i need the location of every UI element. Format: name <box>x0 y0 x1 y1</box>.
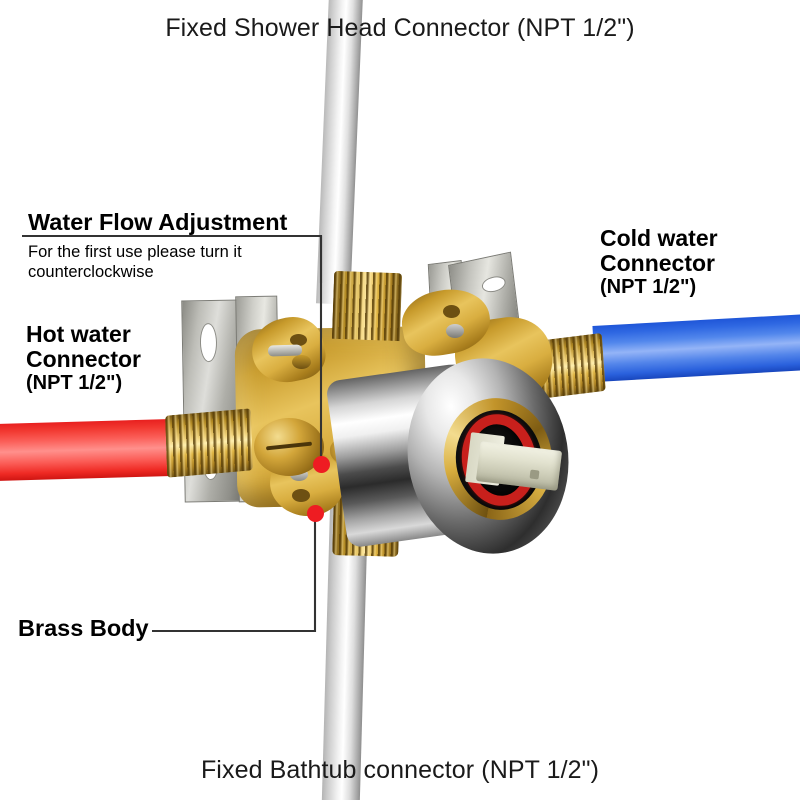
screw-boss-upper-left-b <box>292 355 311 369</box>
water-flow-marker-dot <box>313 456 330 473</box>
brass-body-marker-dot <box>307 505 324 522</box>
title-shower-head-connector: Fixed Shower Head Connector (NPT 1/2") <box>165 14 635 42</box>
callout-cold-line1: Cold water <box>600 225 718 251</box>
callout-cold-line3: (NPT 1/2") <box>600 275 697 298</box>
retainer-pin-left <box>267 344 303 357</box>
callout-cold-water-connector: Cold water Connector (NPT 1/2") <box>600 226 718 298</box>
callout-water-flow-heading: Water Flow Adjustment <box>28 209 288 235</box>
brass-top-outlet-threads <box>331 270 403 342</box>
callout-hot-line2: Connector <box>26 345 141 372</box>
screw-boss-lower-left-b <box>292 489 310 502</box>
callout-hot-line3: (NPT 1/2") <box>26 371 123 394</box>
bracket-right-slot <box>481 274 507 295</box>
callout-hot-line1: Hot water <box>26 321 131 347</box>
hot-inlet-threads <box>165 408 253 478</box>
bracket-slot-upper <box>199 322 218 363</box>
cartridge-stem-notch <box>529 469 540 480</box>
callout-water-flow-body: For the first use please turn it counter… <box>28 243 242 281</box>
callout-cold-line2: Connector <box>600 249 715 276</box>
callout-brass-body: Brass Body <box>18 615 149 641</box>
title-bathtub-connector: Fixed Bathtub connector (NPT 1/2") <box>200 756 600 784</box>
callout-water-flow-adjustment: Water Flow Adjustment For the first use … <box>28 209 328 282</box>
callout-hot-water-connector: Hot water Connector (NPT 1/2") <box>26 322 141 394</box>
screw-boss-upper-right-a <box>443 305 460 318</box>
callout-brass-heading: Brass Body <box>18 615 149 641</box>
screw-boss-upper-right-b <box>446 324 464 338</box>
